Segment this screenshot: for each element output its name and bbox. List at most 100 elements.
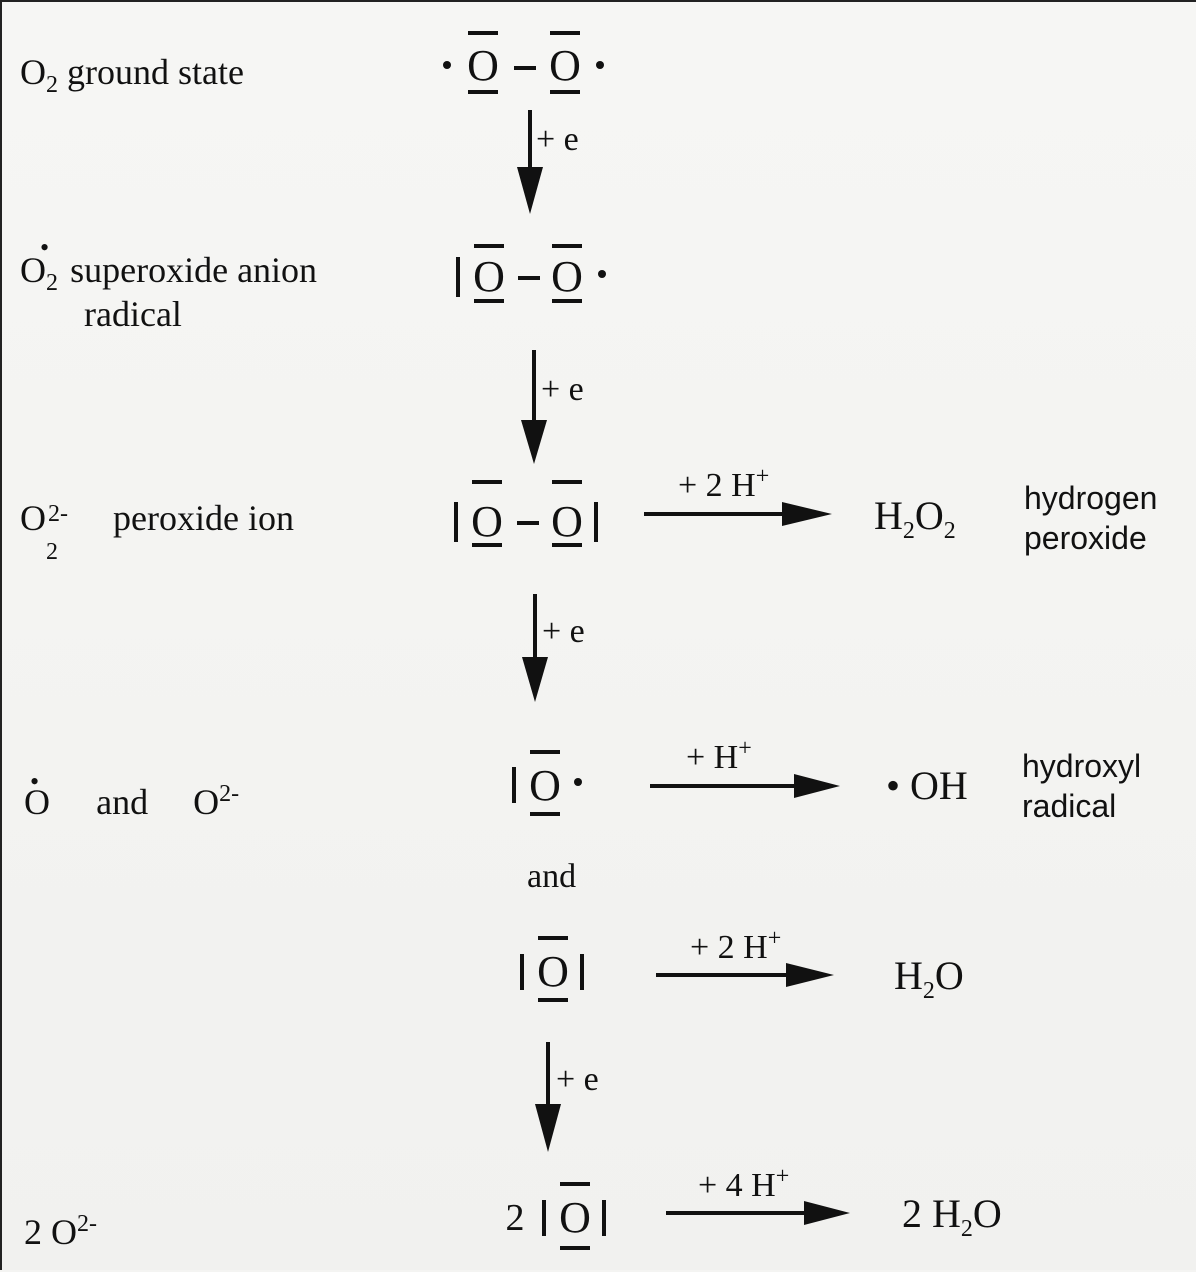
single-bond [517,521,539,525]
desc-radical: radical [1022,788,1117,824]
reagent-text: + 2 H [690,929,768,966]
subscript: 2 [46,270,58,297]
unpaired-electron [443,61,451,69]
lone-pair-bar [560,1182,590,1186]
lone-pair-bar [538,936,568,940]
lone-pair-bar [530,750,560,754]
coefficient: 2 [505,1197,525,1239]
lone-pair-bar [550,31,580,35]
reagent-text: + 2 H [678,467,756,504]
reagent-label: + 2 H+ [690,927,781,966]
lone-pair-bar [594,502,598,542]
formula-o: O [24,782,50,822]
unpaired-electron [596,61,604,69]
reagent-text: + 4 H [698,1167,776,1204]
oxygen-atom: O [471,497,503,546]
superscript: + [775,1163,790,1190]
element-h: H [874,493,903,538]
lone-pair-bar [542,1200,546,1236]
reaction-arrow-oh [650,774,840,798]
formula-o: O [193,782,220,822]
oxygen-atom: O [559,1193,591,1242]
and-text: and [96,782,149,822]
desc-peroxide: peroxide [1024,520,1147,556]
lone-pair-bar [468,90,498,94]
formula: O [20,250,46,290]
oxygen-atom: O [537,947,569,996]
lone-pair-bar [538,998,568,1002]
reduction-arrow-1 [517,110,543,214]
unpaired-electron [598,270,606,278]
lone-pair-bar [472,480,502,484]
lone-pair-bar [472,543,502,547]
lone-pair-bar [552,244,582,248]
label-o2-ground-state: O2 ground state [20,52,244,97]
single-bond [514,66,536,70]
formula: O [51,1212,77,1252]
radical-dot: • [30,767,40,796]
reagent-label: + H+ [686,737,752,776]
coefficient: 2 [24,1212,42,1252]
reduction-arrow-4 [535,1042,561,1152]
reaction-arrow-h2o [656,963,834,987]
lone-pair-bar [520,954,524,990]
formula: O [20,52,46,92]
lone-pair-bar [530,812,560,816]
reagent-label: + 2 H+ [678,465,769,504]
reduction-arrow-3 [522,594,548,702]
subscript: 2 [46,72,58,99]
superscript: + [767,925,782,952]
reagent-text: + H [686,739,739,776]
element-h: H [894,953,923,998]
subscript: 2 [943,518,956,544]
step-label-plus-e: + e [536,121,579,158]
formula: O [20,498,46,538]
element-o: O [934,953,964,998]
label-o-radical-and-oxide: O• and O2- [24,767,240,826]
step-label-plus-e: + e [541,371,584,408]
reduction-arrow-2 [521,350,547,464]
unpaired-electron [574,778,582,786]
element-o: O [914,493,944,538]
oxygen-atom: O [467,41,499,90]
lone-pair-bar [552,543,582,547]
lone-pair-bar [552,299,582,303]
lone-pair-bar [456,257,460,297]
superscript: 2- [219,781,240,807]
subscript: 2 [960,1216,973,1242]
product-h2o: H2O [894,953,964,1004]
oxygen-atom: O [529,761,561,810]
label-superoxide-line2: radical [84,294,182,334]
lone-pair-bar [550,90,580,94]
lone-pair-bar [474,299,504,303]
oxygen-atom: O [551,252,583,301]
desc-hydroxyl: hydroxyl [1022,748,1142,784]
lone-pair-bar [512,767,516,803]
lone-pair-bar [560,1246,590,1250]
superscript: + [738,735,752,762]
lone-pair-bar [552,480,582,484]
element-o: O [972,1191,1002,1236]
radical-dot: • [40,233,50,262]
lone-pair-bar [454,502,458,542]
oxygen-atom: O [473,252,505,301]
and-connector: and [527,858,577,895]
species-name: peroxide ion [113,498,294,538]
subscript: 2 [902,518,915,544]
reaction-arrow-2h2o [666,1201,850,1225]
lone-pair-bar [474,244,504,248]
step-label-plus-e: + e [542,613,585,650]
product-2h2o: 2 H2O [902,1191,1002,1242]
lone-pair-bar [602,1200,606,1236]
single-bond [518,276,540,280]
product-h2o2: H2O2 [874,493,956,544]
reaction-arrow-h2o2 [644,502,832,526]
reagent-label: + 4 H+ [698,1165,789,1204]
species-name: superoxide anion [70,250,318,290]
lone-pair-bar [468,31,498,35]
oxygen-atom: O [549,41,581,90]
label-superoxide: O2 • superoxide anion [20,233,318,297]
lone-pair-bar [580,954,584,990]
subscript: 2 [922,978,935,1004]
